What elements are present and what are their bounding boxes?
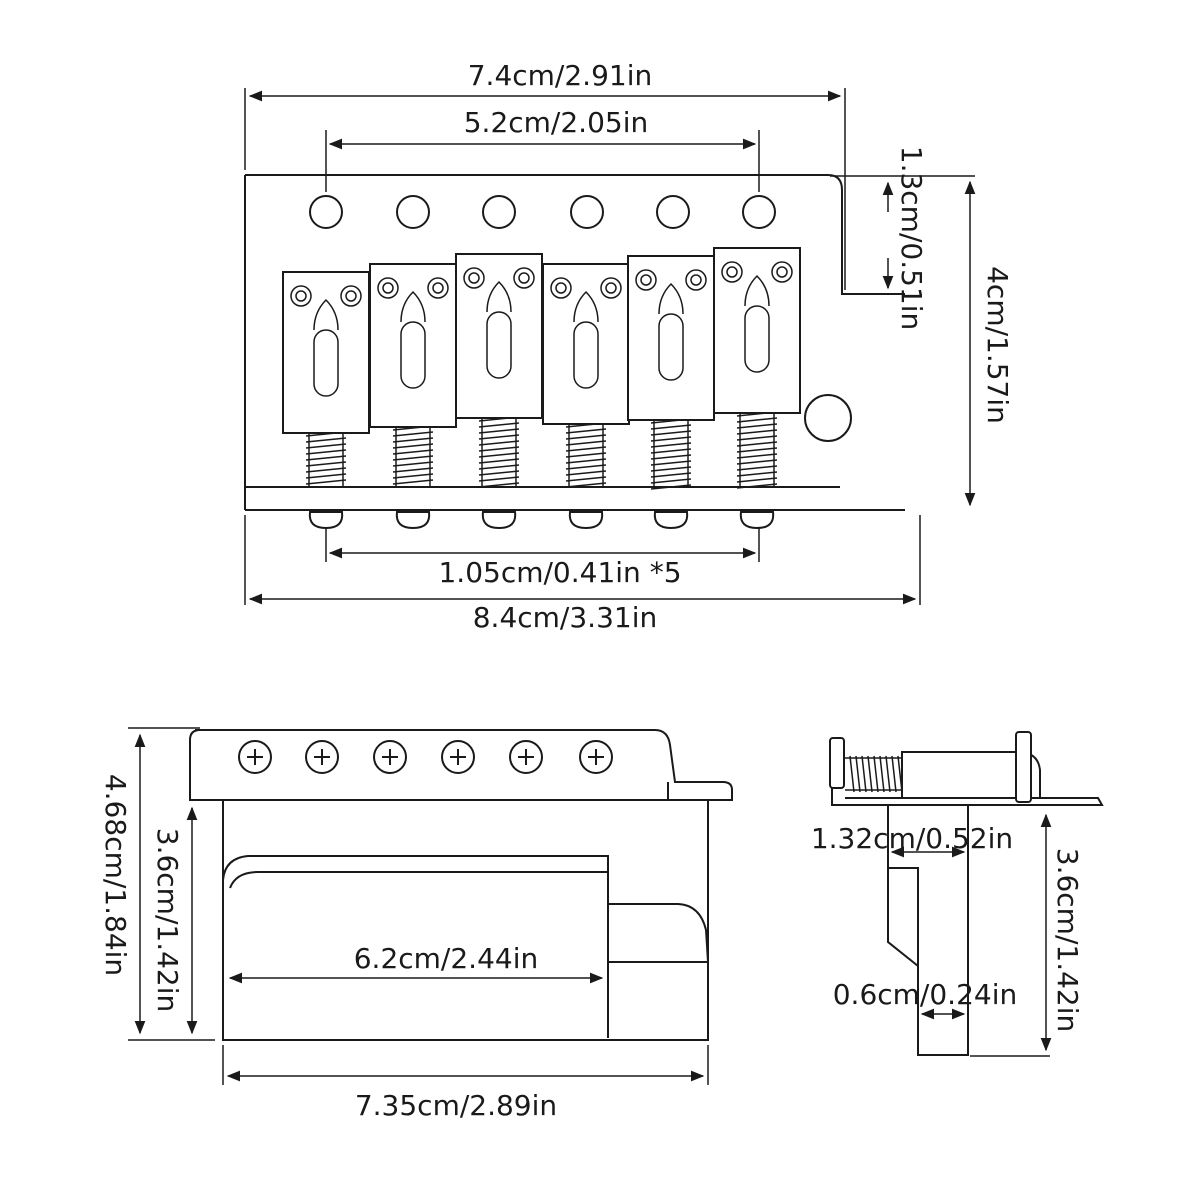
mounting-hole	[570, 195, 604, 229]
mounting-hole	[742, 195, 776, 229]
saddle	[282, 271, 370, 434]
total-height-label: 4.68cm/1.84in	[99, 774, 132, 976]
spring-icon	[392, 423, 434, 487]
block-thickness-label: 0.6cm/0.24in	[833, 978, 1018, 1011]
saddle	[542, 263, 630, 425]
block-width-label: 6.2cm/2.44in	[354, 942, 539, 975]
height-label: 4cm/1.57in	[981, 266, 1014, 424]
mounting-holes	[309, 195, 776, 229]
screw-head	[653, 511, 689, 530]
intonation-screw-head	[829, 737, 845, 789]
side-block-outline	[887, 805, 969, 1056]
block-side-step	[608, 903, 710, 963]
screw-head	[568, 511, 604, 530]
block-height-label: 3.6cm/1.42in	[151, 828, 184, 1013]
phillips-screw-icon	[579, 740, 613, 774]
screw-head	[739, 511, 775, 530]
screw-head	[395, 511, 431, 530]
saddle-springs	[305, 409, 778, 490]
mounting-hole	[309, 195, 343, 229]
hole-span-label: 5.2cm/2.05in	[464, 106, 649, 139]
spring-icon	[736, 409, 778, 489]
spring-icon	[565, 420, 607, 488]
plate-depth-label: 1.32cm/0.52in	[811, 822, 1013, 855]
phillips-screw-icon	[238, 740, 272, 774]
block-inner-curve	[222, 855, 609, 1038]
plate-screws	[238, 740, 613, 774]
front-view: 4.68cm/1.84in 3.6cm/1.42in 6.2cm/2.44in …	[99, 727, 733, 1122]
spring-icon	[845, 755, 903, 793]
phillips-screw-icon	[441, 740, 475, 774]
mounting-hole	[396, 195, 430, 229]
mounting-hole	[656, 195, 690, 229]
side-block-taper	[887, 868, 919, 967]
front-plate-outline	[189, 729, 733, 801]
spring-icon	[305, 429, 347, 487]
saddle	[627, 255, 715, 421]
total-width-label: 8.4cm/3.31in	[473, 601, 658, 634]
edge-offset-label: 1.3cm/0.51in	[895, 146, 928, 331]
spring-icon	[478, 414, 520, 488]
saddle	[369, 263, 457, 428]
saddles	[282, 247, 801, 434]
bridge-plate-outline	[245, 174, 905, 295]
saddle-spacing-label: 1.05cm/0.41in *5	[438, 556, 681, 589]
saddle	[455, 253, 543, 419]
phillips-screw-icon	[373, 740, 407, 774]
side-saddle-end	[1015, 731, 1032, 803]
mounting-hole	[482, 195, 516, 229]
screw-head	[481, 511, 517, 530]
block-inner-curve-2	[229, 871, 608, 889]
screw-head	[308, 511, 344, 530]
overall-width-label: 7.4cm/2.91in	[468, 59, 653, 92]
spring-icon	[650, 416, 692, 490]
side-block-height-label: 3.6cm/1.42in	[1051, 848, 1084, 1033]
base-width-label: 7.35cm/2.89in	[355, 1089, 557, 1122]
top-view: 7.4cm/2.91in 5.2cm/2.05in 1.3cm/0.51in 4…	[244, 59, 1014, 634]
intonation-screw-heads	[308, 511, 775, 530]
tremolo-arm-hole	[804, 394, 852, 442]
saddle	[713, 247, 801, 414]
tremolo-block-outline	[222, 799, 709, 1041]
side-view: 1.32cm/0.52in 3.6cm/1.42in 0.6cm/0.24in	[811, 731, 1104, 1057]
phillips-screw-icon	[305, 740, 339, 774]
phillips-screw-icon	[509, 740, 543, 774]
